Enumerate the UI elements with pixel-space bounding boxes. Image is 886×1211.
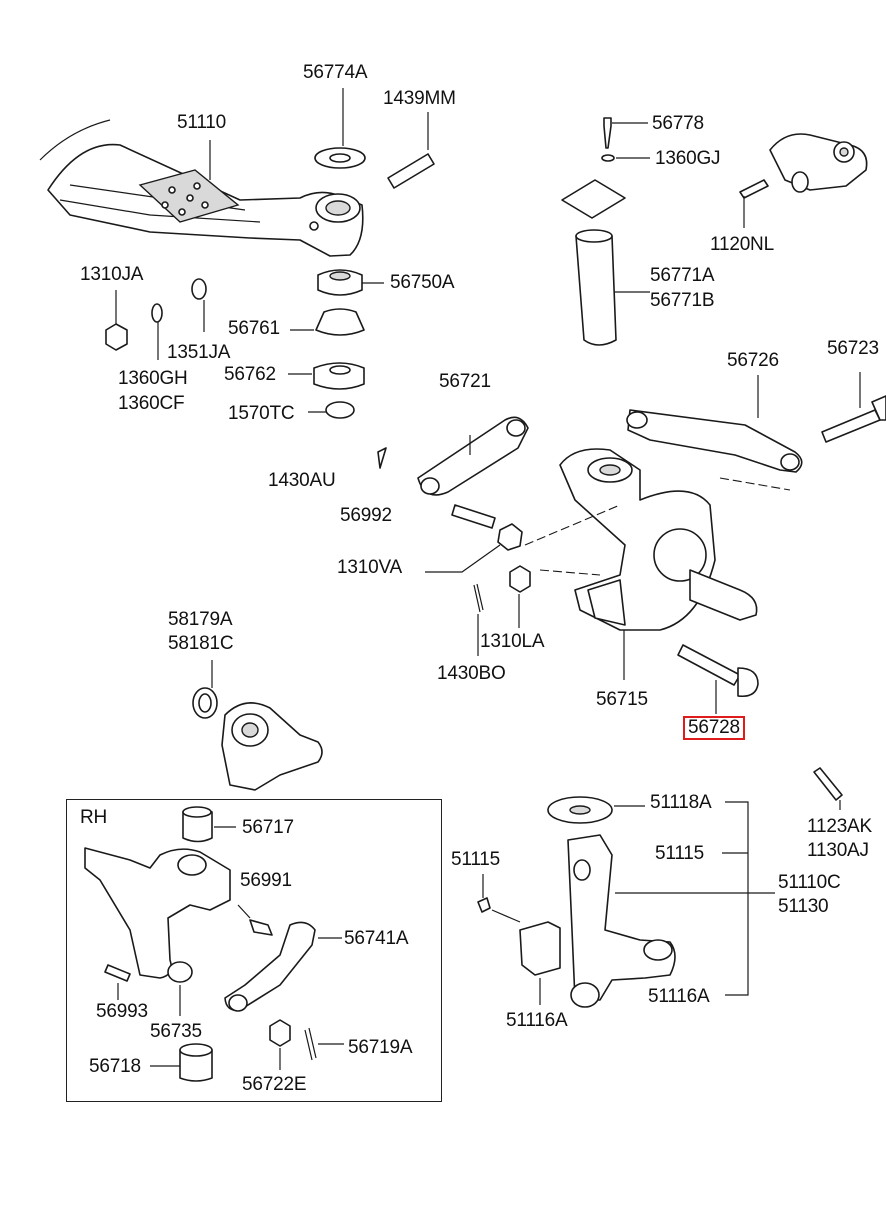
rh-inset-frame [66, 799, 442, 1102]
part-label-56992[interactable]: 56992 [340, 505, 392, 526]
part-label-1360GH[interactable]: 1360GH [118, 368, 188, 389]
part-label-51110[interactable]: 51110 [177, 112, 227, 133]
rh-title: RH [80, 807, 108, 828]
bracket-drawing [192, 660, 323, 791]
part-label-56771B[interactable]: 56771B [650, 290, 715, 311]
part-label-1310VA[interactable]: 1310VA [337, 557, 403, 578]
part-label-56721[interactable]: 56721 [439, 371, 491, 392]
part-label-56717[interactable]: 56717 [242, 817, 294, 838]
part-label-56778[interactable]: 56778 [652, 113, 704, 134]
king-pin-drawing [561, 117, 868, 346]
part-label-1360CF[interactable]: 1360CF [118, 393, 185, 414]
axle-beam-drawing [39, 88, 435, 419]
part-label-56741A[interactable]: 56741A [344, 928, 409, 949]
part-label-56715[interactable]: 56715 [596, 689, 648, 710]
part-label-51130[interactable]: 51130 [778, 896, 829, 917]
lower-arm-drawing [477, 767, 843, 1008]
part-label-51118A[interactable]: 51118A [650, 792, 712, 813]
part-label-56723[interactable]: 56723 [827, 338, 879, 359]
part-label-56726[interactable]: 56726 [727, 350, 779, 371]
part-label-1351JA[interactable]: 1351JA [167, 342, 231, 363]
part-label-56761[interactable]: 56761 [228, 318, 280, 339]
part-label-51115[interactable]: 51115 [655, 843, 705, 864]
part-label-51115-bolt[interactable]: 51115 [451, 849, 501, 870]
part-label-56728-highlighted[interactable]: 56728 [683, 716, 745, 740]
part-label-56774A[interactable]: 56774A [303, 62, 368, 83]
part-label-56750A[interactable]: 56750A [390, 272, 455, 293]
part-label-1123AK[interactable]: 1123AK [807, 816, 873, 837]
part-label-51116A-right[interactable]: 51116A [648, 986, 710, 1007]
part-label-56718[interactable]: 56718 [89, 1056, 141, 1077]
part-label-56719A[interactable]: 56719A [348, 1037, 413, 1058]
part-label-51116A-left[interactable]: 51116A [506, 1010, 568, 1031]
part-label-1430AU[interactable]: 1430AU [268, 470, 336, 491]
rh-knuckle-drawing [84, 806, 344, 1082]
part-label-56993[interactable]: 56993 [96, 1001, 148, 1022]
part-label-1120NL[interactable]: 1120NL [710, 234, 774, 255]
part-label-56735[interactable]: 56735 [150, 1021, 202, 1042]
part-label-56722E[interactable]: 56722E [242, 1074, 307, 1095]
part-label-56771A[interactable]: 56771A [650, 265, 715, 286]
part-label-58181C[interactable]: 58181C [168, 633, 234, 654]
part-label-1130AJ[interactable]: 1130AJ [807, 840, 869, 861]
part-label-1439MM[interactable]: 1439MM [383, 88, 456, 109]
part-label-56991[interactable]: 56991 [240, 870, 292, 891]
part-label-51110C[interactable]: 51110C [778, 872, 841, 893]
part-label-1570TC[interactable]: 1570TC [228, 403, 295, 424]
knuckle-drawing [377, 372, 886, 714]
part-label-1310JA[interactable]: 1310JA [80, 264, 144, 285]
part-label-1310LA[interactable]: 1310LA [480, 631, 545, 652]
part-label-1430BO[interactable]: 1430BO [437, 663, 506, 684]
part-label-58179A[interactable]: 58179A [168, 609, 233, 630]
part-label-56762[interactable]: 56762 [224, 364, 276, 385]
part-label-1360GJ[interactable]: 1360GJ [655, 148, 721, 169]
